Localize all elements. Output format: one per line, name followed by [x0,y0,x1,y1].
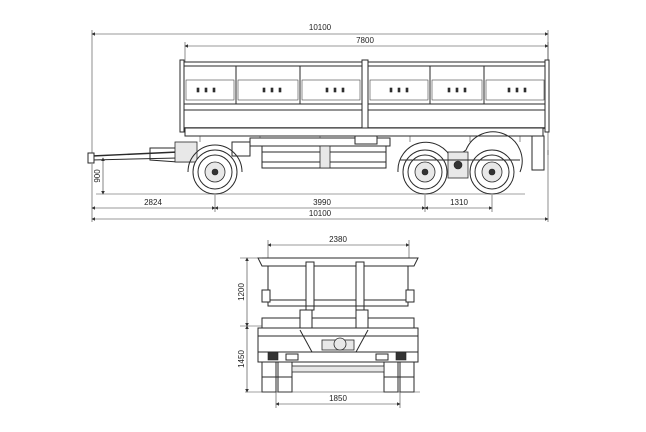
dim-hitch-height: 900 [93,157,180,195]
dim-rear-chassis-height: 1450 [237,325,249,393]
rear-chassis [257,309,419,363]
rear-wheel-2 [469,149,515,195]
dim-body-length: 7800 [184,36,549,62]
rear-view-wheels [261,361,415,393]
dim-label-hitch-height: 900 [93,169,102,183]
rear-body [257,257,419,311]
suspension [400,151,520,179]
side-view: 10100 7800 [87,23,550,222]
dim-label-front-overhang: 2824 [144,198,162,207]
rear-view: 2380 [237,235,420,408]
dim-label-overall-top: 10100 [309,23,332,32]
dim-rear-track: 1850 [275,392,401,408]
dim-label-rear-body-height: 1200 [237,283,246,301]
dim-label-overall-bottom: 10100 [309,209,332,218]
dim-label-rear-chassis-height: 1450 [237,350,246,368]
dim-label-rear-width: 2380 [329,235,347,244]
dim-bottom-row: 2824 3990 1310 10100 [91,150,549,222]
dim-label-wheelbase: 3990 [313,198,331,207]
drawbar [87,141,251,164]
cargo-body [179,59,550,133]
rear-wheel-1 [402,149,448,195]
chassis-frame [184,127,544,169]
dim-rear-body-height: 1200 [237,257,262,327]
front-wheel [187,144,243,195]
dim-label-axle-spacing: 1310 [450,198,468,207]
dim-label-body-length: 7800 [356,36,374,45]
dim-label-rear-track: 1850 [329,394,347,403]
